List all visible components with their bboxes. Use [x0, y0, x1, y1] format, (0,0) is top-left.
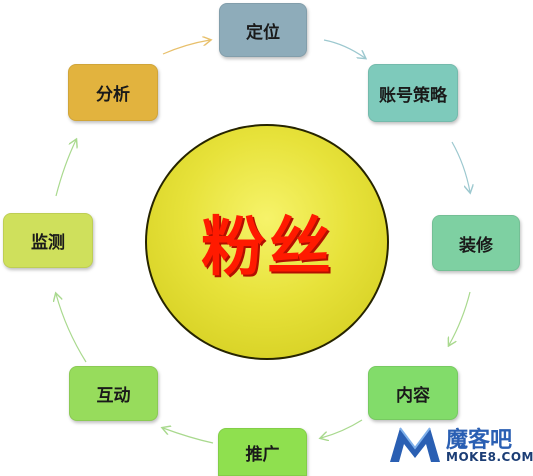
arrow-content-to-promotion [321, 419, 363, 438]
arrow-account-strategy-to-decoration [451, 141, 470, 192]
node-label: 装修 [459, 235, 493, 256]
watermark: 魔客吧 MOKE8.COM [378, 418, 533, 472]
watermark-name: 魔客吧 [446, 428, 513, 453]
node-monitoring: 监测 [3, 213, 93, 268]
node-label: 互动 [96, 386, 131, 406]
node-label: 账号策略 [379, 85, 447, 106]
watermark-domain: MOKE8.COM [446, 450, 533, 464]
arrow-decoration-to-content [449, 291, 471, 345]
node-analysis: 分析 [68, 64, 158, 121]
moke8-logo-icon [390, 427, 440, 462]
arrow-positioning-to-account-strategy [323, 39, 365, 58]
center-circle: 粉丝 [145, 124, 389, 360]
node-content: 内容 [368, 366, 458, 420]
node-positioning: 定位 [219, 3, 307, 57]
node-label: 内容 [396, 385, 430, 406]
arrow-promotion-to-interaction [163, 428, 214, 444]
node-label: 监测 [31, 233, 65, 253]
arrow-interaction-to-monitoring [56, 294, 87, 363]
node-decoration: 装修 [432, 215, 520, 271]
arrow-analysis-to-positioning [162, 40, 210, 55]
node-label: 定位 [246, 22, 280, 43]
node-promotion: 推广 [218, 428, 307, 476]
center-label: 粉丝 [201, 211, 333, 285]
arrow-monitoring-to-analysis [55, 140, 76, 197]
node-label: 分析 [96, 85, 130, 105]
node-interaction: 互动 [69, 366, 158, 421]
node-label: 推广 [245, 444, 280, 465]
node-account-strategy: 账号策略 [368, 64, 458, 122]
